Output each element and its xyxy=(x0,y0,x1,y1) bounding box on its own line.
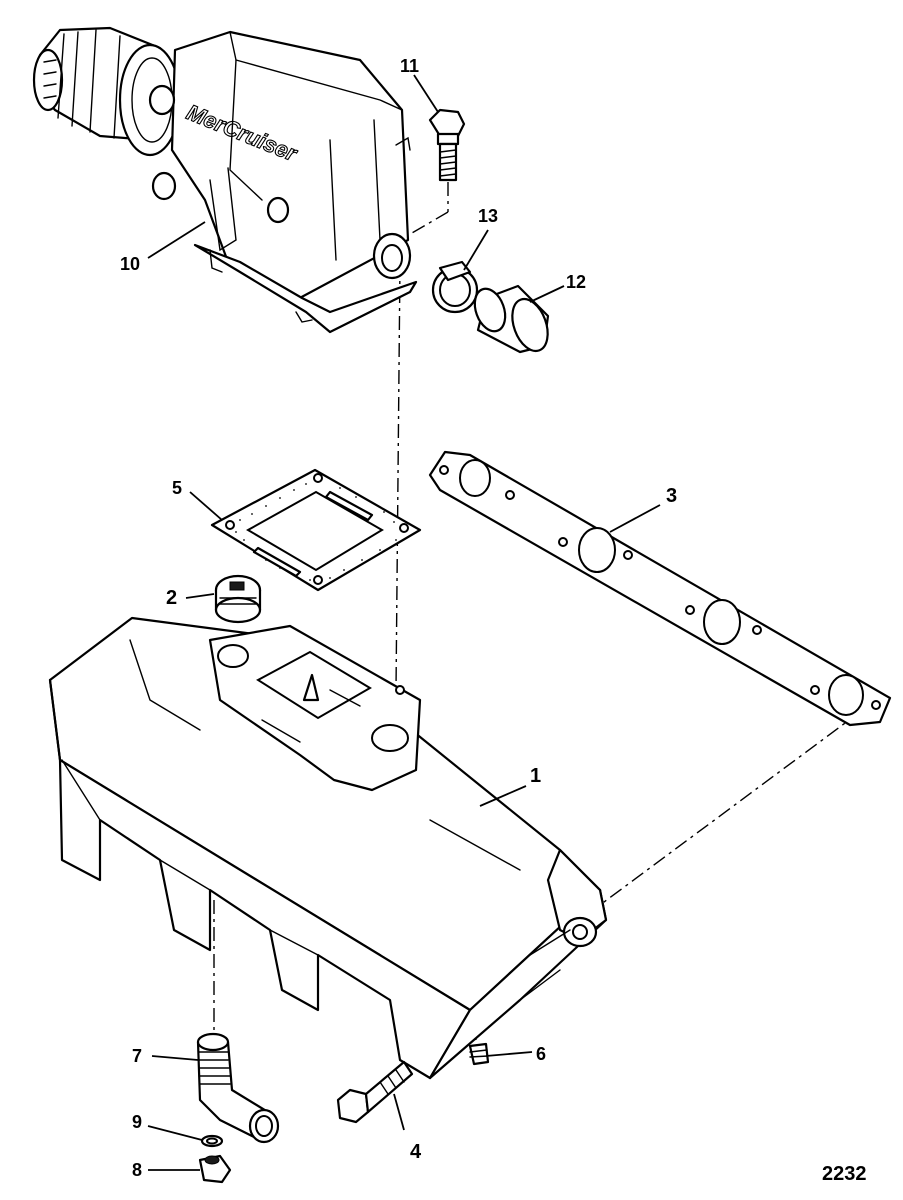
callout-3: 3 xyxy=(666,485,677,507)
elbow-fitting-part-7 xyxy=(196,1032,280,1144)
manifold-gasket-part-3 xyxy=(428,450,892,727)
callout-8: 8 xyxy=(132,1160,142,1180)
exhaust-manifold-part-1 xyxy=(48,616,608,1080)
callout-labels: 1 2 3 4 5 6 7 8 9 10 11 12 13 xyxy=(120,56,677,1180)
hose-clamp-part-13 xyxy=(431,260,479,314)
callout-10: 10 xyxy=(120,254,140,274)
pipe-plug-part-2 xyxy=(214,574,262,624)
elbow-gasket-part-5 xyxy=(210,468,422,592)
drain-fitting-part-8 xyxy=(198,1154,232,1184)
callout-5: 5 xyxy=(172,478,182,498)
callout-4: 4 xyxy=(410,1141,422,1163)
manifold-bolt-part-4 xyxy=(336,1060,414,1124)
o-ring-part-9 xyxy=(200,1134,224,1148)
callout-12: 12 xyxy=(566,272,586,292)
callout-7: 7 xyxy=(132,1046,142,1066)
figure-number: 2232 xyxy=(822,1163,867,1185)
bolt-part-11 xyxy=(428,108,466,182)
callout-9: 9 xyxy=(132,1112,142,1132)
callout-11: 11 xyxy=(400,56,419,76)
exhaust-elbow-part-10: MerCruiser xyxy=(32,26,418,334)
drain-plug-part-6 xyxy=(468,1042,490,1066)
callout-2: 2 xyxy=(166,587,177,609)
hose-sleeve-part-12 xyxy=(473,284,550,354)
gasket-stipple xyxy=(235,483,397,581)
leader-lines xyxy=(147,74,661,1171)
callout-1: 1 xyxy=(530,765,541,787)
callout-13: 13 xyxy=(478,206,498,226)
callout-6: 6 xyxy=(536,1044,546,1064)
